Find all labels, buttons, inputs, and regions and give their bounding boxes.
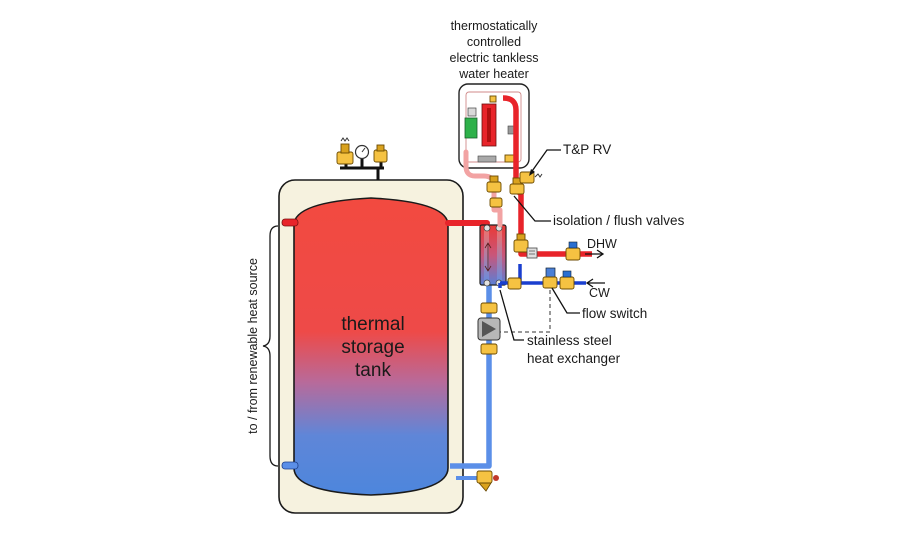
tank-label-line1: thermal [341,314,404,335]
tankless-heater [458,83,530,169]
pressure-gauge-icon [354,144,370,160]
tank-label-line2: storage [341,337,404,358]
air-vent-icon [373,144,388,163]
cw-valve-icon [507,277,522,290]
cw-arrow-icon [585,278,605,288]
flow-switch-label: flow switch [582,306,647,321]
tank-label-line3: tank [355,360,391,381]
source-side-label: to / from renewable heat source [246,258,260,434]
cw-label: CW [589,286,610,300]
flow-switch-icon [542,267,558,289]
source-bracket [262,225,279,467]
cw-inlet-valve-icon [559,270,575,290]
heater-label-line2: controlled [467,35,521,49]
hx-top-valve-icon [489,197,503,208]
dhw-valve-icon [565,241,581,261]
tprv-pointer-head [529,169,535,176]
hx-label-line1: stainless steel [527,333,612,348]
tprv-label: T&P RV [563,142,611,157]
control-wire [500,290,551,333]
tank-top-fittings [336,137,388,180]
dhw-arrow-icon [585,249,605,259]
pump-valve-top-icon [480,302,498,314]
drain-valve-icon [476,470,499,492]
hx-label-line2: heat exchanger [527,351,621,366]
isolation-valves-label: isolation / flush valves [553,213,685,228]
pump-valve-bottom-icon [480,343,498,355]
dhw-label: DHW [587,237,617,251]
source-pipes [281,218,299,470]
isolation-valve-left-icon [486,175,502,193]
storage-tank [278,179,464,514]
flow-switch-pointer [551,287,580,314]
flow-switch-gauge-icon [526,247,538,259]
hx-pointer [499,289,524,341]
heater-label-line3: electric tankless [450,51,539,65]
heater-label-line4: water heater [458,67,528,81]
mixing-valve-icon [513,233,529,253]
tank-shell [293,197,449,496]
relief-valve-icon [336,137,354,165]
heat-exchanger [479,224,507,287]
heater-label-line1: thermostatically [451,19,539,33]
tprv-pointer [529,149,561,175]
circulator-pump-icon [477,317,501,341]
isolation-pointer [513,195,551,222]
